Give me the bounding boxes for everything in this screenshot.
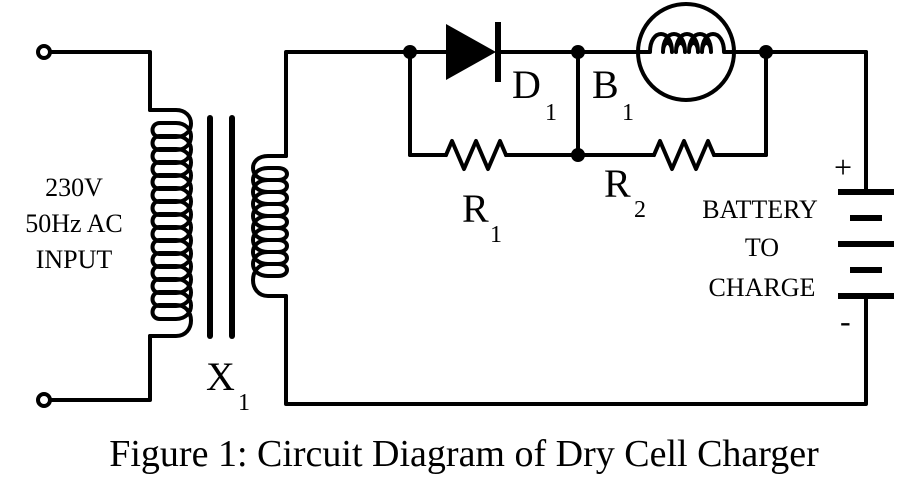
junction-dot [571,148,585,162]
junction-dot [403,45,417,59]
battery-label-line3: CHARGE [709,273,816,302]
r1-label: R [462,186,489,231]
r1-subscript: 1 [490,222,502,248]
secondary-top-lead [284,50,412,158]
battery-minus-sign: - [840,303,851,339]
input-voltage-label: 230V [45,173,103,202]
input-frequency-label: 50Hz AC [25,209,123,238]
diode-subscript: 1 [545,100,557,126]
secondary-coil [251,154,289,298]
diode-label: D [512,62,541,107]
primary-coil [148,108,193,338]
resistor-r1 [444,139,508,171]
junction-dot [571,45,585,59]
battery-plus-sign: + [834,149,852,185]
junction-dot [759,45,773,59]
resistor-r2 [652,139,716,171]
battery-symbol [838,189,894,312]
battery-label-line1: BATTERY [702,195,818,224]
bulb-filament [636,32,736,54]
bulb-label: B [592,62,619,107]
r2-label: R [604,161,631,206]
secondary-bottom-lead [284,294,868,406]
bulb-subscript: 1 [622,100,634,126]
primary-top-lead [48,50,152,112]
battery-label-line2: TO [745,233,779,262]
figure-caption: Figure 1: Circuit Diagram of Dry Cell Ch… [109,433,819,475]
diode-triangle [446,24,496,80]
primary-bottom-lead [48,334,152,402]
input-label: INPUT [36,245,113,274]
transformer-label: X [206,354,235,399]
r2-subscript: 2 [634,197,646,223]
transformer-subscript: 1 [238,390,250,416]
